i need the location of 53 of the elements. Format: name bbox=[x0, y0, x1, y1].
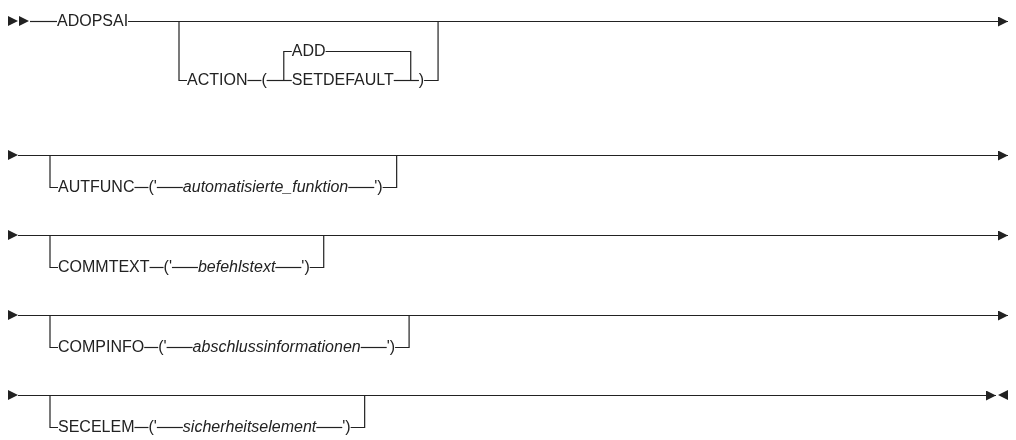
syntax-rail bbox=[148, 266, 165, 269]
syntax-rail bbox=[17, 234, 59, 269]
syntax-punctuation: ) bbox=[418, 70, 425, 90]
syntax-rail bbox=[360, 346, 388, 349]
syntax-punctuation: ') bbox=[374, 177, 383, 197]
syntax-keyword: ACTION bbox=[187, 70, 248, 90]
syntax-rail bbox=[166, 346, 194, 349]
syntax-rail bbox=[171, 266, 199, 269]
syntax-punctuation: (' bbox=[163, 257, 172, 277]
variable-name: befehlstext bbox=[197, 257, 276, 277]
syntax-rail bbox=[246, 79, 263, 82]
continuation-arrow-icon bbox=[8, 230, 18, 240]
start-arrow-icon bbox=[8, 16, 30, 26]
syntax-rail bbox=[17, 394, 59, 429]
syntax-rail bbox=[266, 79, 293, 82]
syntax-rail bbox=[143, 346, 159, 349]
syntax-keyword: SECELEM bbox=[58, 417, 135, 437]
variable-name: automatisierte_funktion bbox=[182, 177, 349, 197]
syntax-punctuation: (' bbox=[158, 337, 167, 357]
syntax-rail bbox=[393, 79, 420, 82]
syntax-keyword: COMMTEXT bbox=[58, 257, 150, 277]
syntax-rail bbox=[274, 266, 302, 269]
syntax-rail bbox=[17, 154, 59, 189]
syntax-rail bbox=[423, 20, 439, 82]
syntax-keyword: COMPINFO bbox=[58, 337, 145, 357]
syntax-rail bbox=[127, 20, 188, 82]
syntax-rail bbox=[350, 394, 366, 429]
syntax-rail bbox=[382, 154, 398, 189]
syntax-punctuation: ') bbox=[342, 417, 351, 437]
syntax-rail bbox=[309, 234, 325, 269]
syntax-keyword: ADOPSAI bbox=[57, 11, 129, 31]
syntax-punctuation: (' bbox=[148, 417, 157, 437]
syntax-punctuation: (' bbox=[148, 177, 157, 197]
syntax-rail bbox=[156, 186, 184, 189]
syntax-rail bbox=[29, 20, 58, 23]
syntax-rail bbox=[133, 186, 150, 189]
syntax-rail bbox=[394, 314, 410, 349]
syntax-punctuation: ( bbox=[261, 70, 267, 90]
continuation-arrow-icon bbox=[8, 150, 18, 160]
syntax-keyword: AUTFUNC bbox=[58, 177, 135, 197]
syntax-keyword: SETDEFAULT bbox=[291, 70, 394, 90]
syntax-rail bbox=[156, 426, 184, 429]
syntax-rail bbox=[133, 426, 150, 429]
syntax-rail bbox=[315, 426, 343, 429]
syntax-punctuation: ') bbox=[386, 337, 396, 357]
continuation-arrow-icon bbox=[8, 390, 18, 400]
continuation-arrow-icon bbox=[8, 310, 18, 320]
syntax-rail bbox=[17, 314, 59, 349]
variable-name: abschlussinformationen bbox=[192, 337, 361, 357]
variable-name: sicherheitselement bbox=[182, 417, 317, 437]
syntax-rail bbox=[347, 186, 375, 189]
syntax-keyword: ADD bbox=[291, 41, 326, 61]
syntax-punctuation: ') bbox=[301, 257, 310, 277]
